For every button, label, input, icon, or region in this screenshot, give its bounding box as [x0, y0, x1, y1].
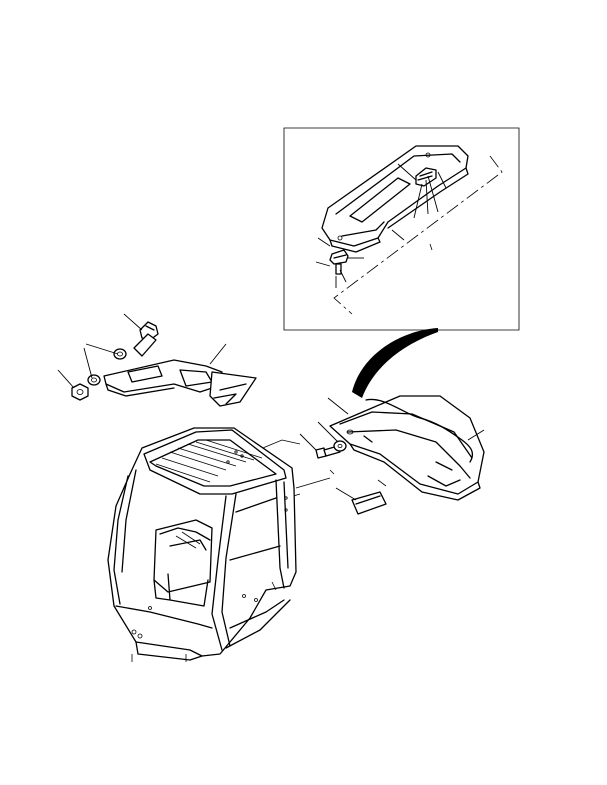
floor-tray-assembly	[300, 396, 484, 514]
washer-upper	[114, 349, 126, 359]
mounting-bracket-group	[58, 314, 256, 406]
washer-lower	[88, 375, 100, 385]
tray-insert	[352, 492, 386, 514]
tray-washer	[334, 441, 346, 451]
hex-nut	[72, 384, 88, 400]
bolt	[134, 322, 158, 356]
inset-section-line	[334, 156, 502, 314]
inset-detail	[284, 128, 519, 330]
inset-upper-bracket	[416, 168, 436, 186]
detail-callout-swoosh	[352, 328, 438, 398]
inset-border	[284, 128, 519, 330]
support-bracket	[104, 360, 256, 406]
inset-floor-plate	[322, 146, 468, 252]
inset-lower-bracket	[330, 250, 348, 274]
operator-cab	[108, 428, 296, 662]
inset-leaders	[316, 164, 446, 288]
